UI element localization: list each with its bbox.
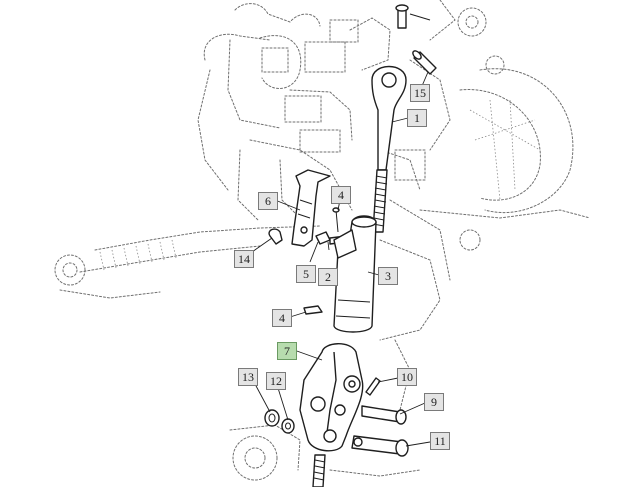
callout-9[interactable]: 9 <box>424 393 444 411</box>
tractor-background-outline <box>54 0 591 481</box>
callout-3[interactable]: 3 <box>378 267 398 285</box>
sleeve-tube-3 <box>333 215 377 333</box>
callout-2[interactable]: 2 <box>318 268 338 286</box>
washers-12-13 <box>264 409 295 434</box>
callout-13[interactable]: 13 <box>238 368 258 386</box>
callout-4-upper[interactable]: 4 <box>331 186 351 204</box>
bracket-6 <box>291 169 331 247</box>
pin-4-lower <box>303 305 323 315</box>
top-link-rod-end <box>371 65 407 233</box>
cotter-pin-10 <box>365 377 381 396</box>
callout-5[interactable]: 5 <box>296 265 316 283</box>
callout-15[interactable]: 15 <box>410 84 430 102</box>
callout-4-lower[interactable]: 4 <box>272 309 292 327</box>
callout-14[interactable]: 14 <box>234 250 254 268</box>
callout-11[interactable]: 11 <box>430 432 450 450</box>
leader-lines <box>251 71 431 447</box>
clip-14 <box>268 228 283 245</box>
pin-15 <box>412 50 437 75</box>
callout-12[interactable]: 12 <box>266 372 286 390</box>
callout-1[interactable]: 1 <box>407 109 427 127</box>
lower-link-7 <box>299 343 364 487</box>
pin-11 <box>351 435 409 457</box>
upper-bolt <box>395 4 431 29</box>
callout-7[interactable]: 7 <box>277 342 297 360</box>
pin-9 <box>361 405 407 425</box>
callout-10[interactable]: 10 <box>397 368 417 386</box>
callout-6[interactable]: 6 <box>258 192 278 210</box>
